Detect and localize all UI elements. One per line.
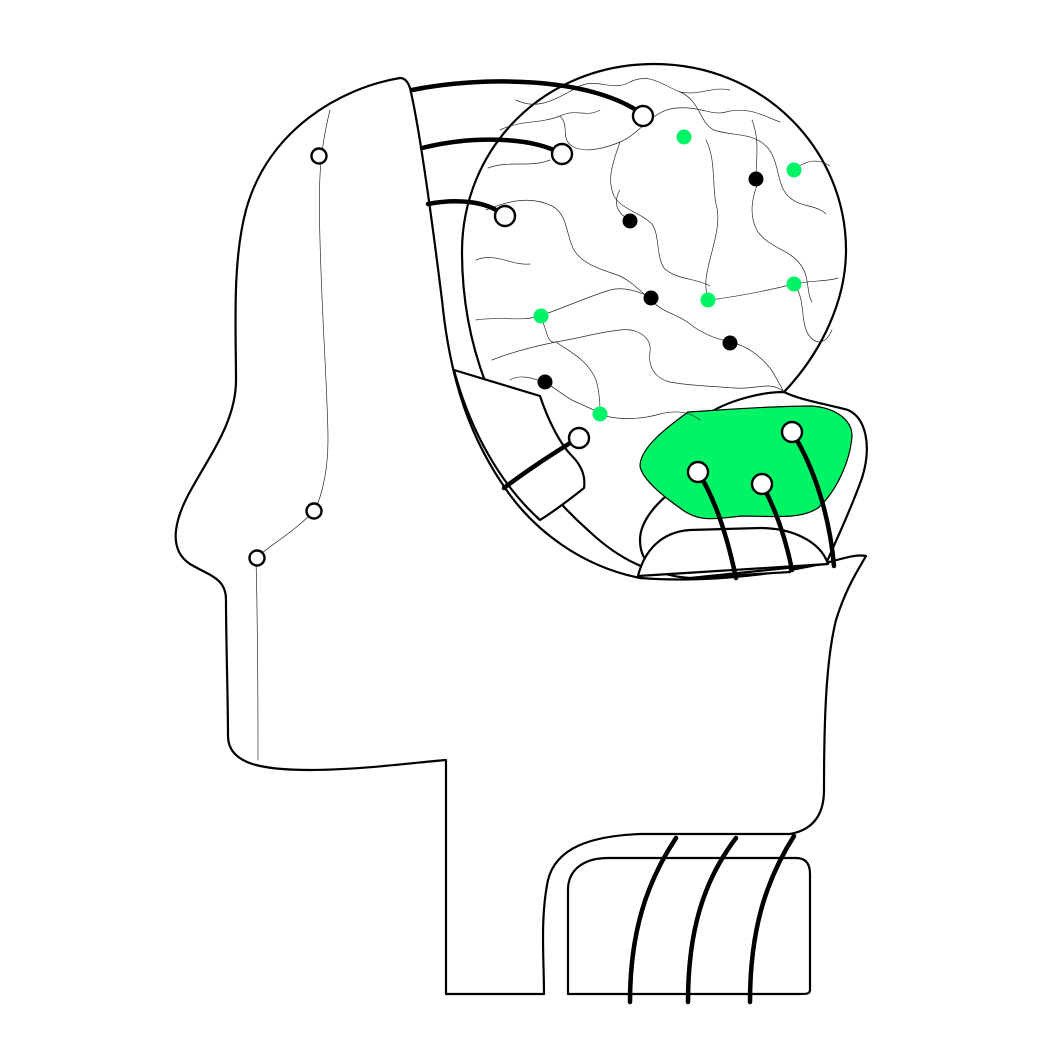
wire-down-3 (789, 429, 837, 569)
neck-plate (566, 856, 812, 996)
connector-top-3 (493, 204, 517, 228)
neck-wire-1 (627, 835, 679, 1005)
black-node-3 (643, 290, 659, 306)
head-silhouette (174, 76, 868, 996)
green-node-2 (786, 162, 802, 178)
connector-face-top (310, 147, 328, 165)
black-node-5 (537, 374, 553, 390)
connector-green-3 (780, 420, 804, 444)
connector-green-2 (750, 472, 774, 496)
black-node-1 (622, 213, 638, 229)
connector-green-1 (686, 460, 710, 484)
wire-top-2 (419, 137, 565, 157)
green-node-6 (592, 406, 608, 422)
connector-face-mid (305, 502, 323, 520)
neck-wire-3 (747, 833, 797, 1005)
connector-top-2 (550, 142, 574, 166)
neck-wire-2 (685, 835, 739, 1005)
connector-top-1 (631, 104, 655, 128)
green-node-3 (700, 292, 716, 308)
face-nerve-line (255, 109, 331, 761)
black-node-4 (722, 335, 738, 351)
connector-lower-left (567, 426, 591, 450)
wire-top-1 (409, 79, 645, 117)
green-node-1 (676, 129, 692, 145)
green-node-4 (786, 276, 802, 292)
black-node-2 (748, 171, 764, 187)
connector-face-low (248, 549, 266, 567)
brain-stem-cap (636, 526, 830, 578)
green-node-5 (533, 308, 549, 324)
